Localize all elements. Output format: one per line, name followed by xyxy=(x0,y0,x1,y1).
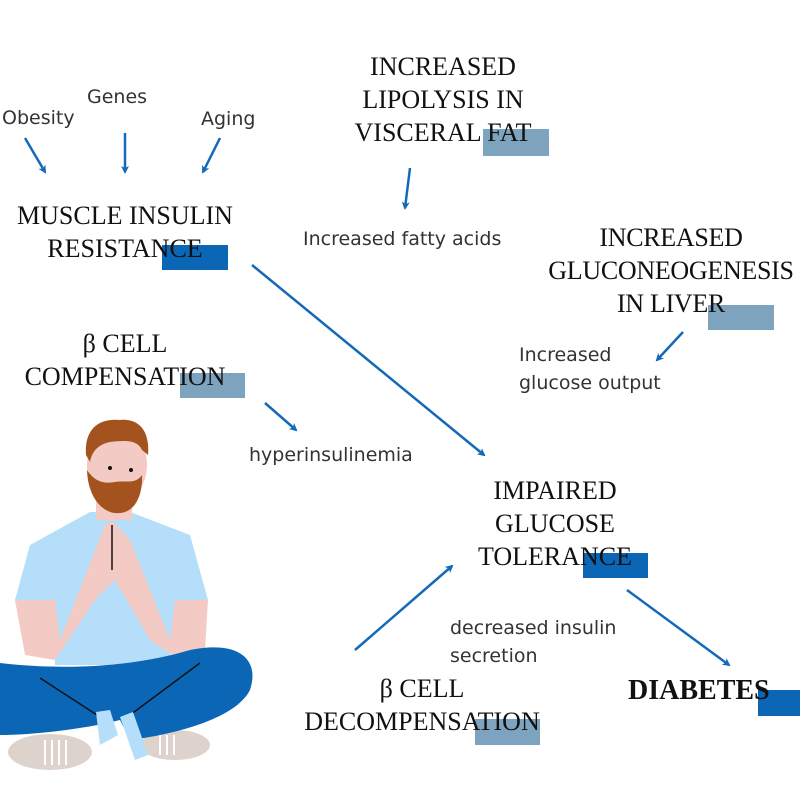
label-line: GLUCONEOGENESIS xyxy=(548,256,794,285)
left-shoe xyxy=(8,734,92,770)
increased-fatty-acids: Increased fatty acids xyxy=(303,228,502,250)
arrow-compensation xyxy=(264,402,298,432)
increased-lipolysis: INCREASED LIPOLYSIS IN VISCERAL FAT xyxy=(313,50,573,149)
label-line: β CELL xyxy=(82,329,168,358)
accent-rect xyxy=(708,305,774,330)
label-line: COMPENSATION xyxy=(24,362,226,391)
label-line: VISCERAL FAT xyxy=(354,118,532,147)
impaired-glucose-tolerance: IMPAIRED GLUCOSE TOLERANCE xyxy=(425,474,685,573)
factor-genes: Genes xyxy=(87,86,148,108)
label-line: TOLERANCE xyxy=(477,542,633,571)
accent-rect xyxy=(162,245,228,270)
arrow-resistance-to-igt xyxy=(251,264,486,457)
beta-cell-decompensation: β CELL DECOMPENSATION xyxy=(292,672,552,738)
label-line: decreased insulin xyxy=(450,617,617,639)
sock xyxy=(96,710,118,745)
label-line: secretion xyxy=(450,645,538,667)
beta-cell-compensation: β CELL COMPENSATION xyxy=(0,327,255,393)
label-line: DECOMPENSATION xyxy=(304,707,540,736)
label-line: β CELL xyxy=(379,674,465,703)
factor-aging: Aging xyxy=(201,108,256,130)
label-line: MUSCLE INSULIN xyxy=(17,201,233,230)
hyperinsulinemia: hyperinsulinemia xyxy=(249,444,413,466)
eye xyxy=(129,468,133,472)
label-line: LIPOLYSIS IN xyxy=(362,85,524,114)
label-line: INCREASED xyxy=(370,52,516,81)
hair xyxy=(85,419,149,462)
arrow-lipolysis xyxy=(401,167,412,210)
arrow-decompensation-to-igt xyxy=(354,564,454,651)
label-line: Increased xyxy=(519,344,612,366)
muscle-insulin-resistance: MUSCLE INSULIN RESISTANCE xyxy=(0,199,255,265)
accent-rect xyxy=(583,553,648,578)
beard xyxy=(87,470,143,514)
sock xyxy=(120,712,148,760)
label-line: glucose output xyxy=(519,372,661,394)
accent-rect xyxy=(475,719,540,745)
decreased-insulin-secretion: decreased insulin secretion xyxy=(450,614,616,670)
arrow-liver xyxy=(655,331,684,362)
label-line: IMPAIRED xyxy=(493,476,617,505)
label-line: RESISTANCE xyxy=(47,234,203,263)
label-line: INCREASED xyxy=(599,223,743,252)
accent-rect xyxy=(758,690,800,716)
arrow-obesity xyxy=(23,137,47,174)
arrow-igt-to-diabetes xyxy=(626,588,731,667)
increased-glucose-output: Increased glucose output xyxy=(519,341,661,397)
accent-rect xyxy=(483,129,549,156)
diabetes: DIABETES xyxy=(628,675,770,706)
factor-obesity: Obesity xyxy=(2,107,75,129)
increased-gluconeogenesis: INCREASED GLUCONEOGENESIS IN LIVER xyxy=(546,221,796,320)
accent-rect xyxy=(180,373,245,398)
arrow-aging xyxy=(201,137,222,174)
label-line: GLUCOSE xyxy=(495,509,615,538)
label-line: IN LIVER xyxy=(616,289,726,318)
eye xyxy=(108,466,112,470)
arms xyxy=(15,520,208,660)
